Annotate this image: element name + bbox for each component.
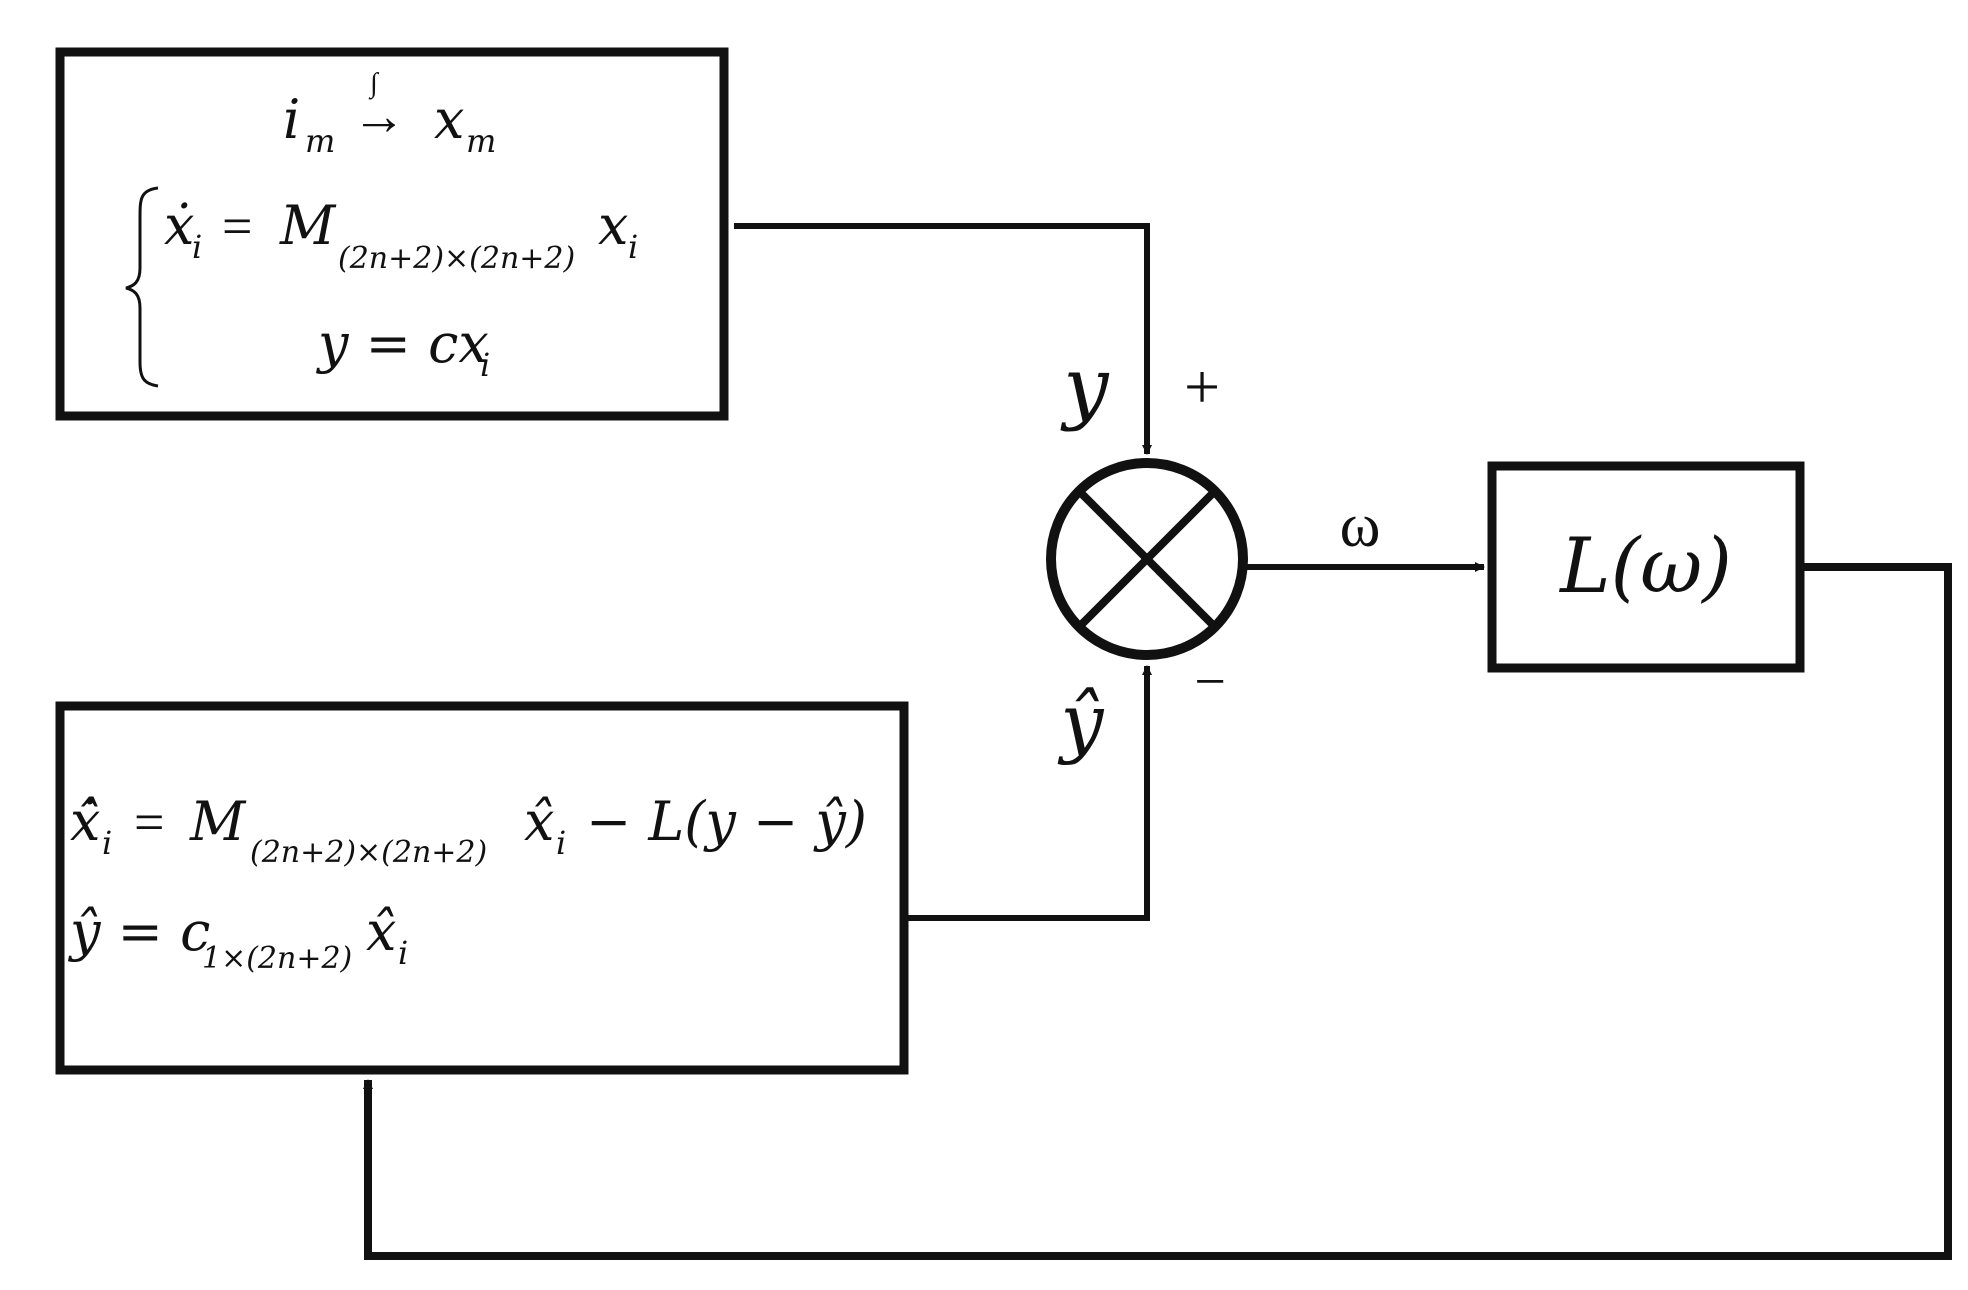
plant-state-lhs-sub: i bbox=[192, 228, 202, 266]
gain-block-frame bbox=[1487, 461, 1805, 673]
plant-block: i m ∫ → x m ẋ i = M (2n+2)×(2n+2) x i y … bbox=[55, 47, 729, 421]
observer-state-correction: − L(y − ŷ) bbox=[586, 790, 867, 853]
minus-sign: − bbox=[1194, 651, 1226, 713]
summing-junction: + − bbox=[1046, 351, 1248, 713]
observer-block: x̂̇ i = M (2n+2)×(2n+2) x̂ i − L(y − ŷ) … bbox=[55, 701, 909, 1075]
plant-output-eq: y = cx bbox=[316, 312, 489, 375]
wire-feedback-path bbox=[363, 563, 1952, 1260]
plant-state-rhs-sub: i bbox=[628, 228, 638, 266]
observer-output-lhs: ŷ = c bbox=[68, 900, 210, 963]
gain-block-label: L(ω) bbox=[1558, 521, 1732, 610]
wire-plant-output bbox=[734, 223, 1152, 455]
plant-output-label: y bbox=[1060, 340, 1110, 433]
observer-output-state: x̂ bbox=[366, 900, 396, 963]
plant-state-matrix-sub: (2n+2)×(2n+2) bbox=[338, 241, 575, 276]
summing-junction-cross-b bbox=[1076, 488, 1218, 630]
observer-state-matrix: M bbox=[189, 790, 247, 853]
observer-state-lhs: x̂̇ bbox=[70, 790, 100, 853]
observer-state-lhs-sub: i bbox=[102, 824, 112, 862]
plant-state-lhs: ẋ bbox=[164, 194, 194, 257]
observer-output-sub: 1×(2n+2) bbox=[202, 941, 352, 976]
plant-state-rhs: x bbox=[598, 194, 628, 257]
plant-integration-output-sub: m bbox=[466, 122, 496, 160]
observer-state-estimate-sub: i bbox=[556, 824, 566, 862]
observer-state-equals: = bbox=[134, 792, 164, 852]
plant-integration-symbol: ∫ bbox=[368, 68, 380, 100]
observer-state-matrix-sub: (2n+2)×(2n+2) bbox=[250, 835, 487, 870]
plant-block-frame bbox=[55, 47, 729, 421]
observer-output-label: ŷ bbox=[1058, 677, 1105, 766]
plant-output-eq-sub: i bbox=[480, 346, 490, 384]
plant-state-matrix: M bbox=[279, 194, 337, 257]
observer-output-state-sub: i bbox=[398, 934, 408, 972]
plant-integration-arrow: → bbox=[352, 86, 406, 146]
plant-integration-input: i bbox=[283, 88, 300, 151]
signal-labels: y ŷ ω bbox=[1058, 340, 1381, 766]
plant-integration-input-sub: m bbox=[305, 122, 335, 160]
plant-state-equals: = bbox=[222, 196, 252, 256]
plus-sign: + bbox=[1184, 351, 1220, 422]
wire-observer-output bbox=[904, 665, 1152, 921]
plant-system-brace bbox=[125, 186, 159, 388]
signal-wires bbox=[363, 223, 1952, 1260]
error-signal-label: ω bbox=[1340, 492, 1381, 560]
gain-block: L(ω) bbox=[1487, 461, 1805, 673]
observer-state-estimate: x̂ bbox=[524, 790, 554, 853]
observer-block-frame bbox=[55, 701, 909, 1075]
plant-integration-output: x bbox=[434, 88, 464, 151]
